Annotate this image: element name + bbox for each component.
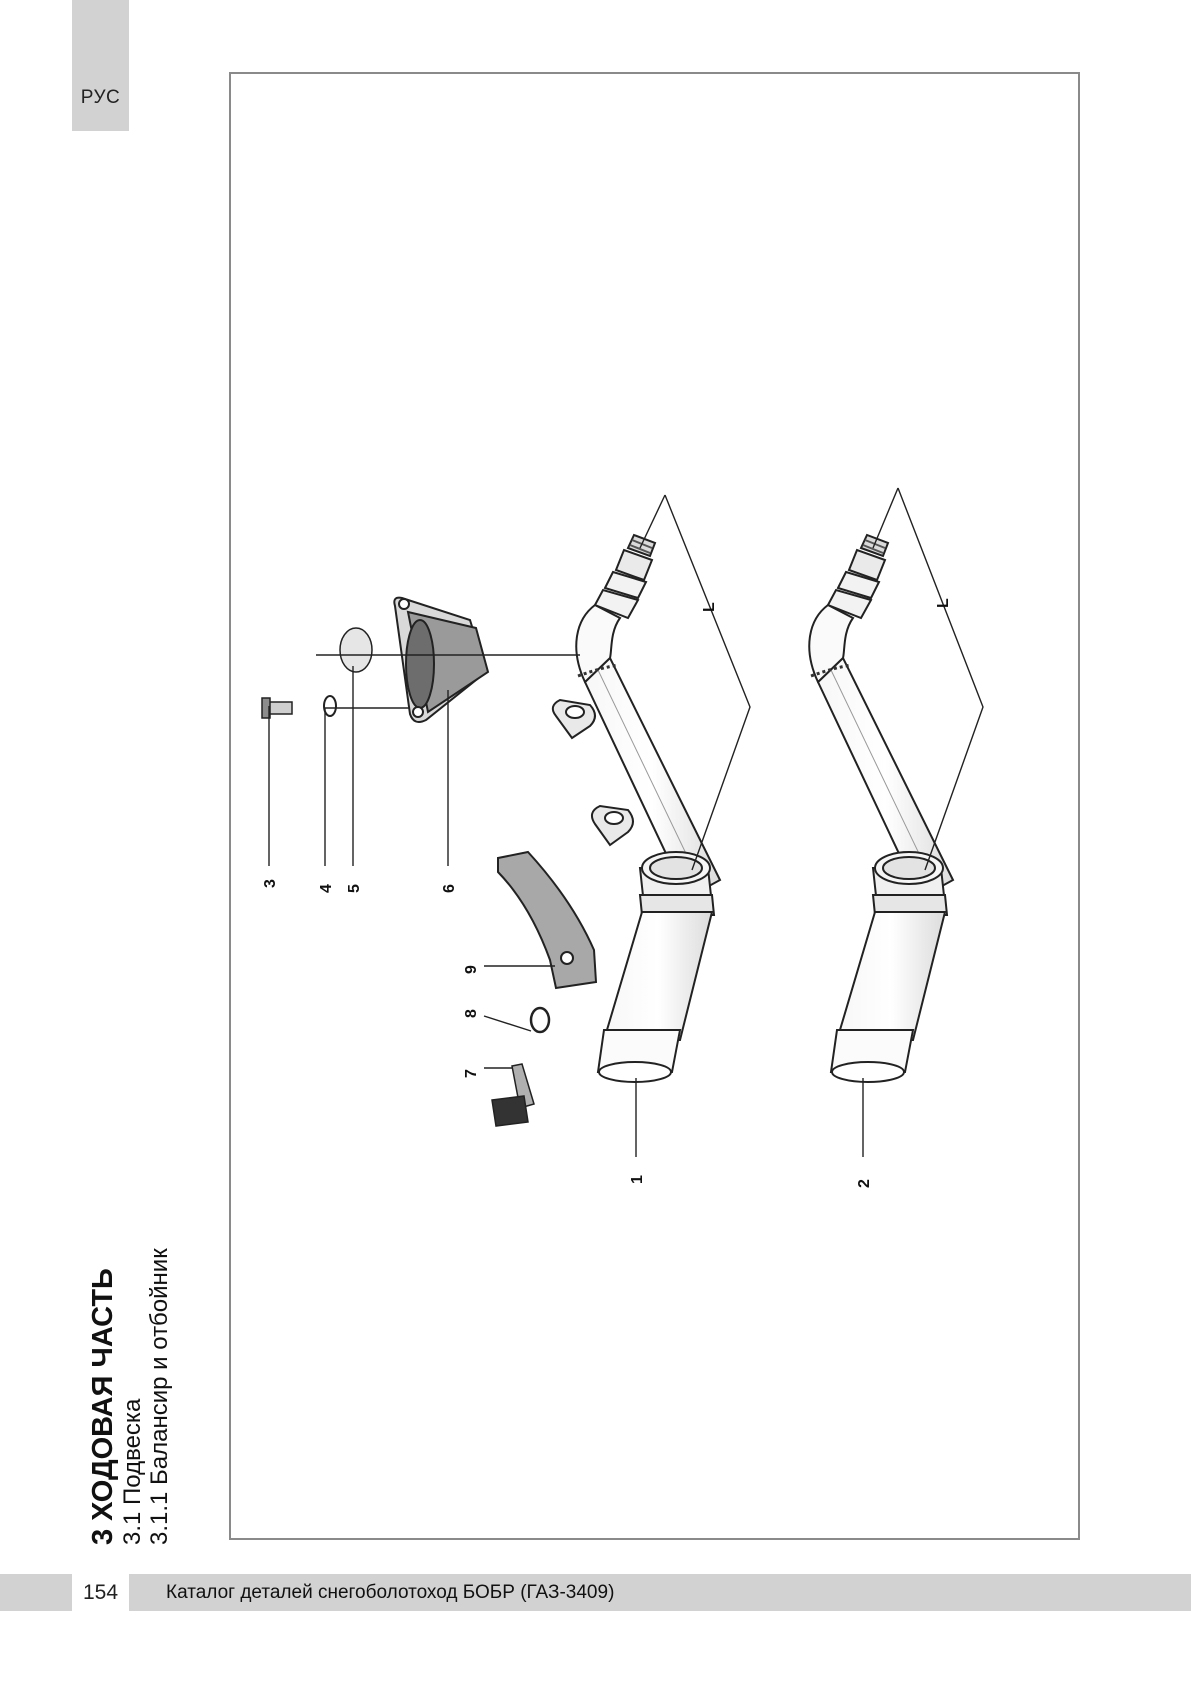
callout-L-1: L <box>701 602 718 612</box>
drawing-frame <box>229 72 1080 1540</box>
ring-part-4 <box>323 695 337 717</box>
balancer-2 <box>808 533 955 1083</box>
bump-stop-part-9 <box>497 850 598 990</box>
callout-2: 2 <box>856 1179 873 1188</box>
language-label: РУС <box>80 87 121 108</box>
callout-L-2: L <box>935 598 952 608</box>
washer-part-8 <box>529 1006 551 1034</box>
callout-6: 6 <box>441 884 458 893</box>
bolt-part-3 <box>261 697 293 719</box>
leader-lines <box>268 487 984 1157</box>
bracket-housing <box>393 596 490 723</box>
callout-1: 1 <box>629 1175 646 1184</box>
disc-part-5 <box>339 627 373 673</box>
bolt-part-7 <box>491 1063 535 1127</box>
callout-3: 3 <box>262 879 279 888</box>
callout-4: 4 <box>318 884 335 893</box>
footer-bar <box>0 1574 1191 1611</box>
language-tab: РУС <box>72 0 129 131</box>
page-number: 154 <box>72 1574 129 1611</box>
callout-9: 9 <box>463 965 480 974</box>
callout-7: 7 <box>463 1069 480 1078</box>
balancer-1 <box>551 533 722 1083</box>
callout-8: 8 <box>463 1009 480 1018</box>
catalog-title: Каталог деталей снегоболотоход БОБР (ГАЗ… <box>166 1582 615 1603</box>
callout-5: 5 <box>346 884 363 893</box>
callout-labels: 3 4 5 6 9 8 7 1 2 L L <box>262 598 952 1188</box>
